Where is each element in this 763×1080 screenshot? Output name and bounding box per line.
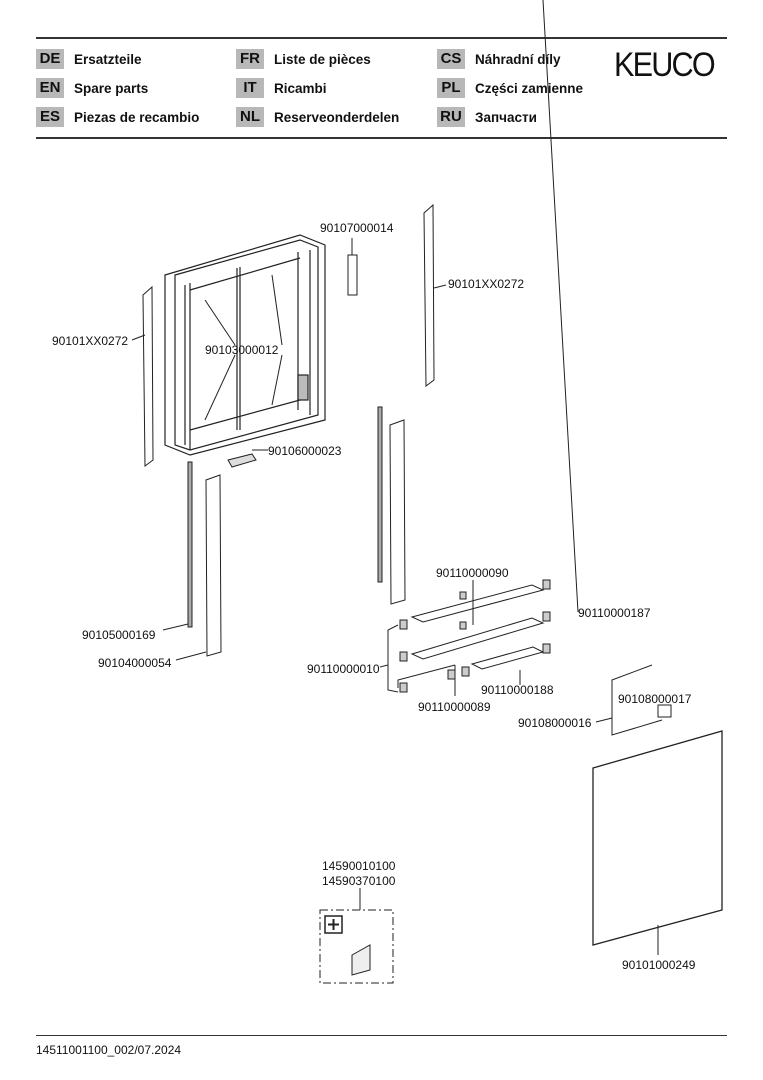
lang-nl: NL Reserveonderdelen [236, 107, 399, 127]
header-rule [36, 137, 727, 139]
accessory-box [319, 909, 394, 984]
footer-rule [36, 1035, 727, 1036]
lang-de: DE Ersatzteile [36, 49, 142, 69]
cover-left [205, 474, 222, 657]
lang-en: EN Spare parts [36, 78, 148, 98]
lang-label: Reserveonderdelen [274, 109, 400, 125]
part-number: 90110000010 [307, 662, 380, 676]
cabinet-frame [164, 234, 326, 456]
hinge-part [347, 254, 358, 296]
lang-pl: PL Części zamienne [437, 78, 583, 98]
part-number: 90106000023 [268, 444, 342, 458]
shelf-3 [470, 646, 545, 670]
bracket-part [227, 453, 257, 468]
lang-cs: CS Náhradní díly [437, 49, 561, 69]
part-number: 90110000188 [481, 683, 554, 697]
leader [204, 299, 236, 346]
part-number: 90103000012 [205, 343, 279, 357]
lang-code: DE [36, 49, 64, 69]
part-number: 90101XX0272 [52, 334, 129, 348]
accessory-holder [351, 944, 371, 976]
mirror-door [592, 730, 723, 946]
part-number: 90108000016 [518, 716, 592, 730]
lang-code: PL [437, 78, 465, 98]
lang-it: IT Ricambi [236, 78, 327, 98]
part-number: 14590370100 [322, 874, 396, 888]
side-panel-right [423, 203, 435, 387]
lang-label: Części zamienne [475, 80, 584, 96]
part-number: 90108000017 [618, 692, 692, 706]
lang-label: Запчасти [475, 109, 537, 125]
lang-label: Ersatzteile [74, 51, 142, 67]
lang-code: CS [437, 49, 465, 69]
part-number: 14590010100 [322, 859, 396, 873]
keuco-logo: KEUCO [614, 46, 716, 84]
cover-right [389, 419, 406, 605]
lang-label: Náhradní díly [475, 51, 561, 67]
shelf-2 [410, 617, 545, 660]
lang-code: ES [36, 107, 64, 127]
part-number: 90110000187 [578, 606, 651, 620]
lang-code: RU [437, 107, 465, 127]
lang-code: FR [236, 49, 264, 69]
lang-label: Piezas de recambio [74, 109, 200, 125]
rail-left [187, 461, 193, 628]
part-number: 90101000249 [622, 958, 696, 972]
top-rule [36, 37, 727, 39]
lang-code: NL [236, 107, 264, 127]
plus-box-icon [324, 915, 343, 934]
part-number: 90101XX0272 [448, 277, 525, 291]
lang-label: Ricambi [274, 80, 327, 96]
part-number: 90105000169 [82, 628, 156, 642]
document-id: 14511001100_002/07.2024 [36, 1043, 182, 1057]
side-panel-left [142, 285, 154, 467]
part-number: 90110000090 [436, 566, 509, 580]
lang-es: ES Piezas de recambio [36, 107, 199, 127]
lang-ru: RU Запчасти [437, 107, 537, 127]
lang-label: Spare parts [74, 80, 149, 96]
lang-code: IT [236, 78, 264, 98]
shelf-holders [399, 579, 551, 693]
rail-right [377, 406, 383, 583]
shelf-1 [410, 584, 545, 623]
lang-fr: FR Liste de pièces [236, 49, 371, 69]
lang-code: EN [36, 78, 64, 98]
part-number: 90110000089 [418, 700, 491, 714]
lang-label: Liste de pièces [274, 51, 371, 67]
clip-part [657, 704, 672, 718]
part-number: 90104000054 [98, 656, 172, 670]
part-number: 90107000014 [320, 221, 394, 235]
